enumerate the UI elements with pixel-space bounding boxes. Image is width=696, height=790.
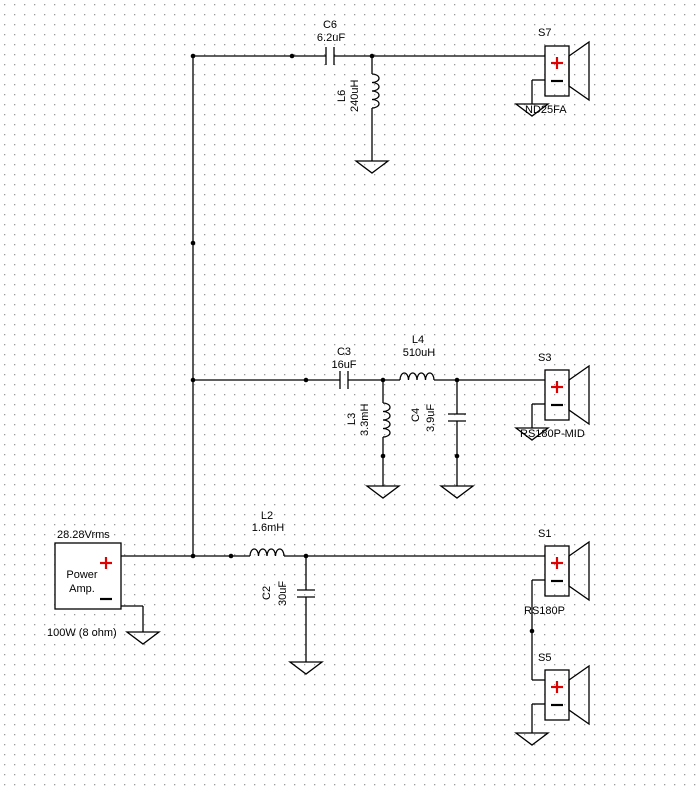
junction-node (454, 453, 460, 459)
c6-value: 6.2uF (317, 32, 345, 44)
c3-ref: C3 (337, 346, 351, 358)
inductor-l6[interactable] (371, 73, 380, 109)
junction-nodes (190, 53, 535, 634)
junction-node (369, 53, 375, 59)
capacitor-c6[interactable] (325, 47, 335, 65)
junction-node (289, 53, 295, 59)
junction-node (190, 240, 196, 246)
junction-node (190, 53, 196, 59)
s1-ref: S1 (538, 528, 551, 540)
amp-voltage-label: 28.28Vrms (57, 529, 110, 541)
l3-value: 3.3mH (359, 404, 371, 436)
tweeter-branch-wiring (193, 55, 549, 174)
c4-ref: C4 (410, 408, 422, 422)
l3-ref: L3 (346, 413, 358, 425)
s3-ref: S3 (538, 352, 551, 364)
inductor-l2[interactable] (249, 548, 285, 557)
capacitor-c4[interactable] (448, 413, 466, 422)
mid-branch-wiring (193, 379, 549, 499)
inductor-l3[interactable] (382, 402, 391, 438)
s3-model: RS180P-MID (520, 428, 585, 440)
junction-node (228, 553, 234, 559)
capacitor-c3[interactable] (339, 371, 349, 389)
l2-value: 1.6mH (252, 522, 284, 534)
c4-value: 3.9uF (425, 404, 437, 432)
inductor-l4[interactable] (399, 372, 435, 381)
junction-node (380, 453, 386, 459)
l6-value: 240uH (349, 80, 361, 112)
s1-model: RS180P (524, 605, 565, 617)
amp-label-line1: Power (66, 569, 98, 581)
c6-ref: C6 (323, 19, 337, 31)
l2-ref: L2 (261, 510, 273, 522)
c2-value: 30uF (277, 581, 289, 606)
s5-ref: S5 (538, 652, 551, 664)
s7-ref: S7 (538, 27, 551, 39)
amp-rating-label: 100W (8 ohm) (47, 627, 117, 639)
junction-node (529, 628, 535, 634)
junction-node (380, 377, 386, 383)
l6-ref: L6 (336, 90, 348, 102)
l4-ref: L4 (412, 334, 424, 346)
junction-node (303, 377, 309, 383)
power-amplifier[interactable]: Power Amp. (54, 542, 122, 610)
c3-value: 16uF (331, 359, 356, 371)
l4-value: 510uH (403, 347, 435, 359)
junction-node (190, 553, 196, 559)
junction-node (190, 377, 196, 383)
s7-model: ND25FA (525, 104, 567, 116)
amp-wiring (121, 56, 194, 645)
c2-ref: C2 (261, 586, 273, 600)
junction-node (303, 553, 309, 559)
amp-label-line2: Amp. (69, 583, 95, 595)
capacitor-c2[interactable] (297, 589, 315, 598)
junction-node (454, 377, 460, 383)
